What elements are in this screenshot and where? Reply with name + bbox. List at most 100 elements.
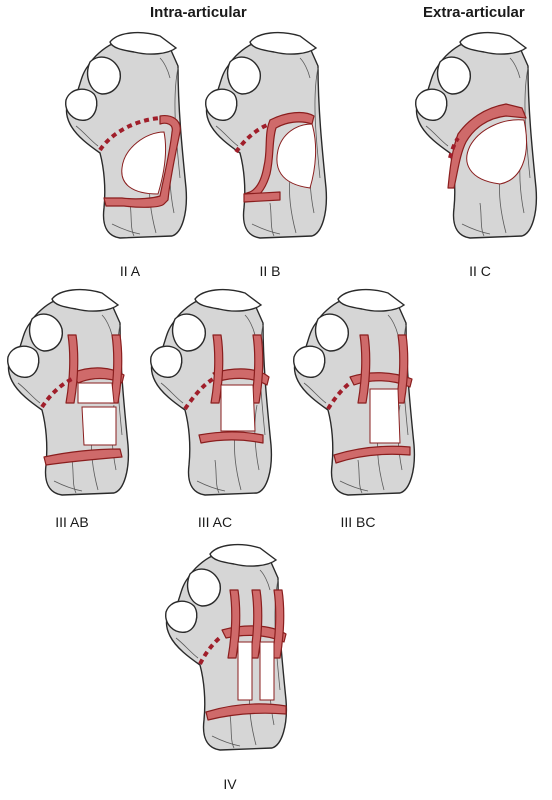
osteotomy-window bbox=[466, 119, 527, 185]
dashed-cut-line bbox=[198, 634, 224, 665]
osteotomy-region bbox=[243, 111, 315, 203]
osteotomy-window bbox=[259, 641, 275, 701]
bone-texture-line bbox=[461, 223, 491, 235]
bone-texture-line bbox=[211, 735, 241, 747]
calcaneus-illustration-iii-ac bbox=[150, 288, 273, 496]
osteotomy-window bbox=[369, 388, 401, 444]
panel-ii-c bbox=[410, 28, 550, 248]
posterior-facet bbox=[109, 31, 178, 55]
osteotomy-region bbox=[65, 334, 79, 404]
middle-facet bbox=[171, 313, 206, 352]
bone-texture-line bbox=[314, 67, 321, 179]
header-intra-articular: Intra-articular bbox=[150, 4, 247, 21]
bone-texture-line bbox=[269, 202, 275, 237]
calcaneus-illustration-ii-c bbox=[415, 31, 538, 239]
bone-texture-line bbox=[215, 125, 239, 147]
osteotomy-region bbox=[243, 191, 281, 203]
caption-iii-ab: III AB bbox=[55, 514, 89, 530]
bone-texture-line bbox=[214, 459, 220, 494]
panel-iii-bc bbox=[288, 285, 428, 505]
caption-iii-ac: III AC bbox=[197, 514, 233, 530]
caption-ii-c: II C bbox=[469, 263, 491, 279]
bone-texture-line bbox=[175, 637, 199, 659]
anterior-facet bbox=[415, 88, 448, 121]
dashed-cut-line bbox=[40, 377, 73, 409]
osteotomy-region bbox=[333, 445, 411, 464]
bone-texture-line bbox=[357, 459, 363, 494]
bone-texture-line bbox=[479, 202, 485, 237]
dashed-cut-line bbox=[183, 377, 215, 411]
osteotomy-region bbox=[249, 589, 263, 659]
bone-texture-line bbox=[53, 480, 83, 492]
calcaneus-bone bbox=[65, 38, 188, 239]
osteotomy-region bbox=[250, 334, 264, 404]
osteotomy-window bbox=[121, 131, 167, 195]
calcaneus-illustration-ii-b bbox=[205, 31, 328, 239]
posterior-facet bbox=[459, 31, 528, 55]
header-extra-articular: Extra-articular bbox=[423, 4, 525, 21]
dashed-cut-line bbox=[448, 136, 460, 159]
bone-texture-line bbox=[339, 480, 369, 492]
osteotomy-region bbox=[198, 431, 264, 444]
middle-facet bbox=[436, 56, 471, 95]
bone-texture-line bbox=[75, 125, 99, 147]
caption-ii-b: II B bbox=[259, 263, 281, 279]
middle-facet bbox=[314, 313, 349, 352]
middle-facet bbox=[28, 313, 63, 352]
caption-ii-a: II A bbox=[119, 263, 141, 279]
bone-texture-line bbox=[524, 67, 531, 179]
dashed-cut-line bbox=[98, 116, 161, 152]
osteotomy-region bbox=[357, 334, 371, 404]
calcaneus-illustration-iii-ab bbox=[7, 288, 130, 496]
bone-texture-line bbox=[196, 480, 226, 492]
panel-ii-a bbox=[60, 28, 200, 248]
panel-iii-ab bbox=[2, 285, 142, 505]
calcaneus-illustration-iii-bc bbox=[293, 288, 416, 496]
osteotomy-region bbox=[43, 448, 123, 466]
middle-facet bbox=[86, 56, 121, 95]
bone-texture-line bbox=[160, 382, 184, 404]
osteotomy-region bbox=[205, 703, 287, 721]
osteotomy-region bbox=[395, 334, 409, 404]
anterior-facet bbox=[205, 88, 238, 121]
bone-texture-line bbox=[71, 459, 77, 494]
caption-iii-bc: III BC bbox=[340, 514, 376, 530]
bone-texture-line bbox=[251, 223, 281, 235]
posterior-facet bbox=[249, 31, 318, 55]
osteotomy-region bbox=[447, 103, 527, 189]
osteotomy-region bbox=[210, 334, 224, 404]
bone-texture-line bbox=[101, 314, 113, 336]
bone-texture-line bbox=[229, 714, 235, 749]
osteotomy-window bbox=[220, 384, 256, 432]
osteotomy-region bbox=[227, 589, 241, 659]
bone-texture-line bbox=[387, 314, 399, 336]
calcaneus-illustration-ii-a bbox=[65, 31, 188, 239]
anterior-facet bbox=[65, 88, 98, 121]
bone-texture-line bbox=[244, 314, 256, 336]
bone-texture-line bbox=[425, 125, 449, 147]
panel-ii-b bbox=[200, 28, 340, 248]
bone-texture-line bbox=[159, 57, 171, 79]
calcaneus-illustration-iv bbox=[165, 543, 288, 751]
middle-facet bbox=[226, 56, 261, 95]
anterior-facet bbox=[165, 600, 198, 633]
bone-texture-line bbox=[299, 57, 311, 79]
osteotomy-region bbox=[71, 367, 125, 384]
dashed-cut-line bbox=[326, 381, 352, 411]
bone-texture-line bbox=[509, 57, 521, 79]
osteotomy-window bbox=[237, 641, 253, 701]
bone-texture-line bbox=[259, 569, 271, 591]
panel-iii-ac bbox=[145, 285, 285, 505]
osteotomy-window bbox=[276, 123, 317, 189]
osteotomy-window bbox=[77, 382, 115, 404]
posterior-facet bbox=[194, 288, 263, 312]
bone-texture-line bbox=[303, 382, 327, 404]
osteotomy-region bbox=[109, 334, 123, 404]
osteotomy-window bbox=[81, 406, 117, 446]
caption-iv: IV bbox=[223, 776, 237, 792]
dashed-cut-line bbox=[234, 122, 271, 154]
anterior-facet bbox=[150, 345, 183, 378]
anterior-facet bbox=[293, 345, 326, 378]
posterior-facet bbox=[337, 288, 406, 312]
anterior-facet bbox=[7, 345, 40, 378]
